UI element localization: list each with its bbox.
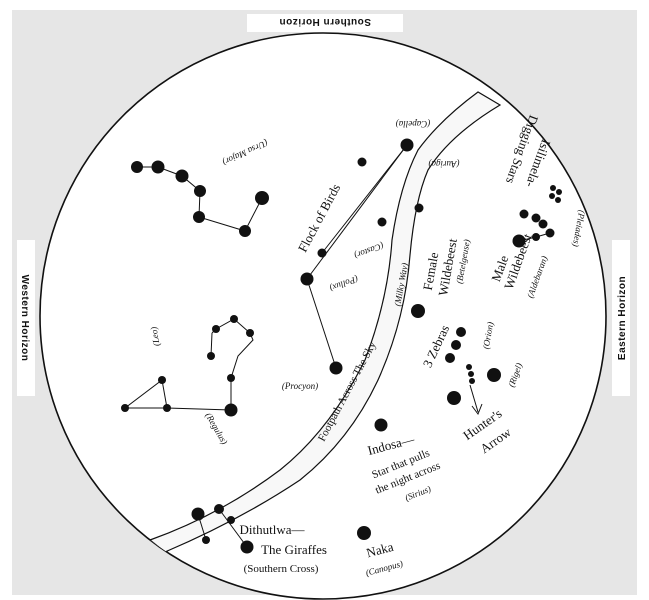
star	[212, 325, 220, 333]
capella-castor-line	[321, 144, 408, 254]
label-dithutlwa-1: Dithutlwa—	[240, 522, 306, 537]
star	[194, 185, 206, 197]
star-capella	[400, 138, 414, 152]
star	[414, 203, 424, 213]
star	[468, 371, 474, 377]
star	[227, 516, 235, 524]
star-sirius	[374, 418, 388, 432]
star	[357, 157, 367, 167]
label-procyon: (Procyon)	[282, 381, 318, 391]
label-capella: (Capella)	[396, 119, 431, 129]
star	[240, 540, 254, 554]
star	[447, 391, 461, 405]
star-castor	[317, 248, 327, 258]
star	[532, 233, 540, 241]
star	[445, 353, 455, 363]
star	[466, 364, 472, 370]
star	[121, 404, 129, 412]
star	[538, 219, 548, 229]
east-horizon-label: Eastern Horizon	[617, 276, 628, 360]
star-pollux	[300, 272, 314, 286]
star	[239, 225, 251, 237]
star-aldebaran	[512, 234, 526, 248]
west-horizon-label: Western Horizon	[19, 275, 30, 362]
hunters-arrow-shaft	[469, 384, 479, 413]
label-auriga: (Auriga)	[429, 159, 460, 169]
pollux-procyon-line	[306, 278, 337, 369]
label-female-wildebeest-1: Female	[420, 251, 441, 292]
label-southern-cross: (Southern Cross)	[244, 563, 319, 575]
label-dithutlwa-2: The Giraffes	[261, 542, 327, 557]
star	[175, 169, 189, 183]
star-regulus	[224, 403, 238, 417]
star-canopus	[357, 526, 371, 540]
label-leo: (Leo)	[148, 326, 161, 347]
star	[550, 185, 556, 191]
star	[193, 211, 205, 223]
star	[158, 376, 166, 384]
west-horizon-box	[17, 240, 35, 396]
star	[214, 504, 224, 514]
star-betelgeuse	[411, 304, 425, 318]
star	[207, 352, 215, 360]
stars	[121, 138, 562, 554]
regulus-lines	[124, 379, 232, 411]
star	[555, 197, 561, 203]
star	[227, 374, 235, 382]
star-rigel	[487, 368, 501, 382]
sky-circle	[39, 32, 607, 600]
star	[163, 404, 171, 412]
star	[549, 193, 555, 199]
east-horizon-box	[612, 240, 630, 396]
label-naka: Naka	[365, 539, 396, 561]
star	[246, 329, 254, 337]
star-procyon	[329, 361, 343, 375]
label-orion: (Orion)	[481, 321, 496, 350]
star	[191, 507, 205, 521]
star	[230, 315, 238, 323]
star	[377, 217, 387, 227]
star	[451, 340, 461, 350]
south-horizon-label: Southern Horizon	[279, 16, 371, 27]
star	[151, 160, 165, 174]
cross-line-1	[218, 508, 248, 548]
star	[531, 213, 541, 223]
star	[456, 327, 466, 337]
star	[556, 189, 562, 195]
hunters-arrow-head	[471, 403, 483, 416]
star	[469, 378, 475, 384]
star	[131, 161, 143, 173]
star	[519, 209, 529, 219]
star	[545, 228, 555, 238]
star	[255, 191, 269, 205]
star	[202, 536, 210, 544]
south-horizon-box	[247, 14, 403, 32]
